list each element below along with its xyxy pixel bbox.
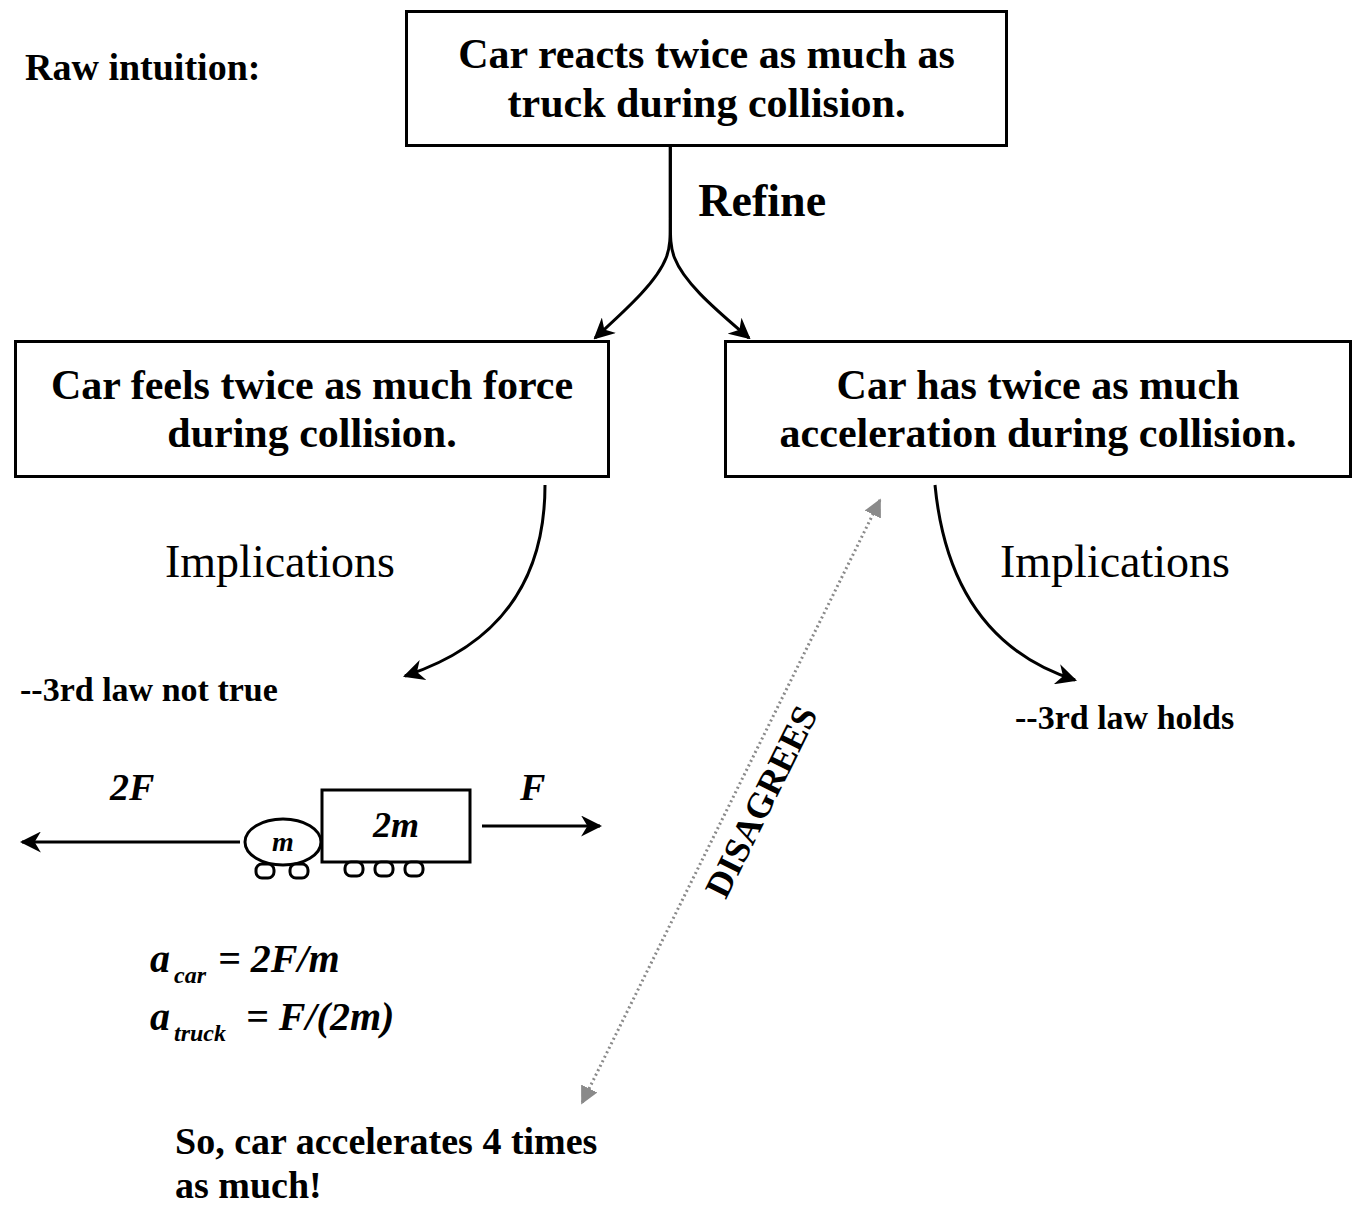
implication-arrow: [405, 485, 545, 676]
mass-label: m: [272, 826, 294, 858]
conclusion-note: --3rd law not true: [20, 670, 278, 709]
mass-label: 2m: [373, 805, 419, 846]
process-box: Car reacts twice as much as truck during…: [405, 10, 1008, 147]
process-box: Car feels twice as much force during col…: [14, 340, 610, 478]
edge-label: Refine: [698, 175, 826, 228]
implications-label: Implications: [1000, 536, 1230, 589]
force-arrow: [482, 825, 600, 828]
equation-symbol: a: [150, 994, 170, 1040]
wheel: [375, 862, 393, 876]
intro-note: Raw intuition:: [25, 46, 260, 90]
equation-symbol: a: [150, 936, 170, 982]
box-text: Car has twice as much acceleration durin…: [737, 361, 1339, 458]
force-label: F: [520, 766, 545, 810]
wheel: [345, 862, 363, 876]
conclusion-note: --3rd law holds: [1015, 698, 1234, 737]
disagree-label: DISAGREES: [695, 696, 828, 908]
wheel: [405, 862, 423, 876]
equation: = F/(2m): [246, 994, 394, 1040]
box-text: Car feels twice as much force during col…: [27, 361, 597, 458]
disagree-line: [582, 500, 880, 1103]
box-text: Car reacts twice as much as truck during…: [418, 30, 995, 127]
wheel: [256, 864, 274, 878]
car-body: [245, 819, 321, 865]
equation-subscript: car: [174, 962, 206, 990]
connector-arrow: [595, 147, 670, 338]
force-arrow: [22, 841, 240, 844]
equation-subscript: truck: [174, 1020, 226, 1048]
implications-label: Implications: [165, 536, 395, 589]
conclusion-note: So, car accelerates 4 times as much!: [175, 1120, 615, 1207]
wheel: [290, 864, 308, 878]
truck-body: [322, 790, 470, 862]
process-box: Car has twice as much acceleration durin…: [724, 340, 1352, 478]
equation: = 2F/m: [218, 936, 340, 982]
force-label: 2F: [110, 766, 154, 810]
